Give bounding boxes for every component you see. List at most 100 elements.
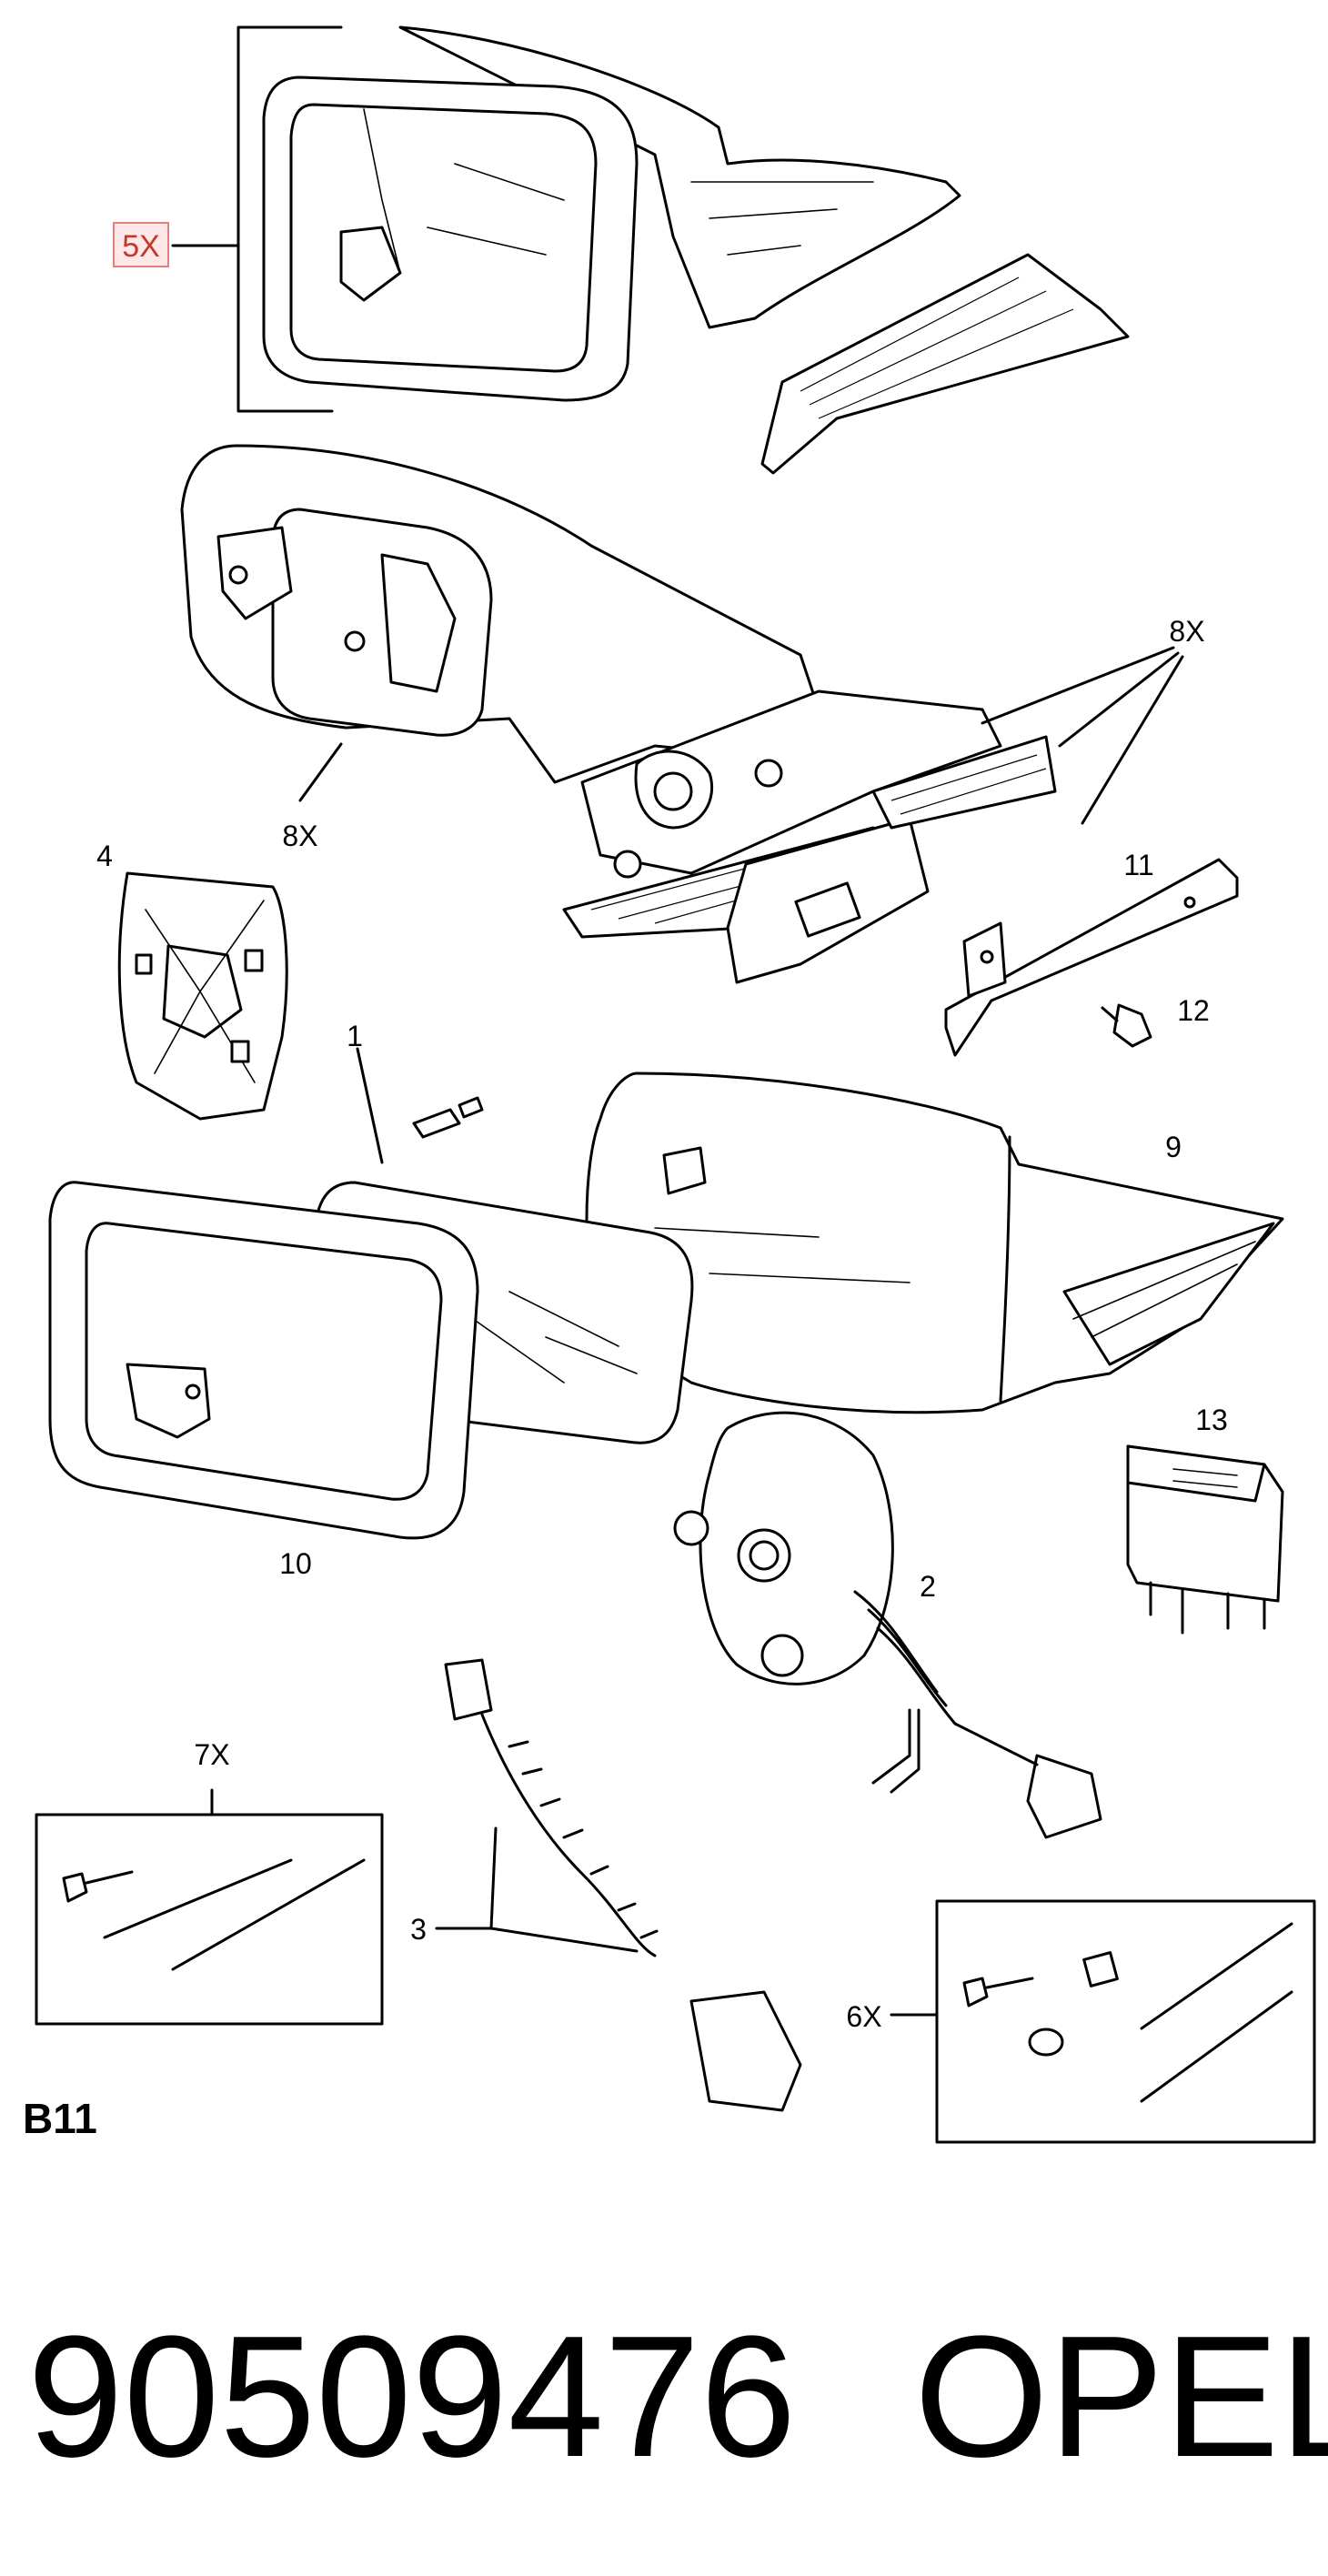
mechanism-screw-2 xyxy=(613,850,642,879)
backing-clip-2 xyxy=(230,1040,250,1063)
kit-6x-sleeve xyxy=(1082,1951,1119,1987)
housing-opening-lines xyxy=(1072,1241,1256,1338)
harness-cable xyxy=(480,1713,657,1957)
housing-shading xyxy=(654,1227,910,1283)
kit-6x-screw-head xyxy=(962,1977,989,2007)
part-3-harness xyxy=(435,1658,802,2112)
motor-wire-ends xyxy=(871,1708,921,1794)
callout-7x: 7X xyxy=(194,1738,229,1771)
kit-6x-screw-shank xyxy=(985,1977,1034,1989)
mechanism-pivot-hub xyxy=(653,771,693,811)
trim-bar-hole xyxy=(980,950,994,964)
glass-glare xyxy=(472,1291,638,1384)
callout-11: 11 xyxy=(1123,849,1153,881)
leader-8x-right-a xyxy=(981,646,1175,725)
bracket-pin xyxy=(344,630,366,652)
leader-8x-right-b xyxy=(1058,651,1180,748)
housing-clip xyxy=(662,1146,707,1195)
trim-bar-hole-2 xyxy=(1183,896,1196,909)
motor-bracket-window xyxy=(380,553,457,693)
relay-pins xyxy=(1149,1581,1266,1635)
motor-socket-1 xyxy=(760,1634,804,1677)
callout-12: 12 xyxy=(1177,994,1210,1027)
bracket-5x xyxy=(236,25,343,413)
rail-upper xyxy=(871,735,1057,830)
kit-6x-box xyxy=(935,1899,1316,2144)
callout-5x-highlight xyxy=(113,222,169,267)
callout-6x: 6X xyxy=(846,2000,881,2033)
backing-clip-1 xyxy=(244,949,264,972)
callout-labels: 5X 8X 8X 4 11 12 1 9 13 10 2 7X 3 6X xyxy=(96,222,1228,2033)
part-2-motor xyxy=(673,1411,1102,1839)
screw-head xyxy=(1112,1003,1152,1048)
leader-3-c xyxy=(489,1927,639,1953)
mechanism-window xyxy=(794,881,861,938)
trim-strip-hatching xyxy=(800,277,1074,419)
part-4-backing-plate xyxy=(117,871,288,1121)
callout-4: 4 xyxy=(96,840,113,872)
kit-7x-box xyxy=(35,1813,384,2026)
bracket-ear xyxy=(216,526,293,620)
kit-7x-screw-shank xyxy=(85,1870,134,1885)
motor-socket-2 xyxy=(673,1510,709,1546)
housing-shell-top xyxy=(398,25,961,329)
motor-cable xyxy=(953,1722,1039,1766)
part-9-housing xyxy=(585,1072,1284,1414)
callout-1: 1 xyxy=(347,1020,363,1052)
frame-inner xyxy=(85,1222,443,1501)
callout-3: 3 xyxy=(410,1913,427,1946)
kit-7x-tie-1 xyxy=(103,1858,293,1939)
rail-upper-hatching xyxy=(890,754,1047,815)
motor-wires xyxy=(853,1590,957,1726)
callout-10: 10 xyxy=(279,1547,312,1580)
relay-print xyxy=(1172,1468,1238,1488)
backing-clip-3 xyxy=(135,953,153,975)
callout-5x: 5X xyxy=(122,229,160,264)
glass-clips xyxy=(412,1096,484,1139)
frame-tab-hole xyxy=(185,1384,201,1400)
part-11-trim-bar xyxy=(944,858,1239,1057)
housing-body xyxy=(585,1072,1284,1414)
part-7x-kit xyxy=(35,1788,384,2026)
part-number: 90509476 xyxy=(27,2300,796,2493)
housing-shading-top xyxy=(690,181,874,256)
frame-tab xyxy=(126,1363,211,1439)
kit-6x-tie-1 xyxy=(1140,1922,1293,2030)
leader-8x-left xyxy=(298,742,343,802)
kit-6x-washer xyxy=(1028,2028,1064,2057)
kit-7x-screw-head xyxy=(62,1872,88,1903)
motor-pivot-inner xyxy=(749,1540,780,1571)
part-12-screw xyxy=(1101,1003,1152,1048)
leader-1 xyxy=(356,1047,384,1164)
mirror-assembly-top xyxy=(171,25,1130,475)
housing-seam xyxy=(999,1135,1011,1403)
mirror-glare-top xyxy=(363,108,565,274)
motor-connector xyxy=(1026,1754,1102,1839)
callout-8x-right: 8X xyxy=(1169,615,1204,648)
leader-3-b xyxy=(489,1826,498,1930)
callout-2: 2 xyxy=(920,1570,936,1603)
backing-plate-center xyxy=(162,944,243,1039)
backing-plate-ribs xyxy=(145,900,265,1083)
leader-8x-right-c xyxy=(1081,655,1184,825)
kit-7x-tie-2 xyxy=(171,1858,366,1971)
part-10-frame xyxy=(48,1181,479,1540)
bracket-hole xyxy=(228,565,248,585)
harness-plug-bottom xyxy=(689,1990,802,2112)
callout-13: 13 xyxy=(1195,1404,1228,1436)
mirror-with-bracket xyxy=(180,444,1184,984)
housing-opening xyxy=(1062,1222,1275,1366)
callout-9: 9 xyxy=(1165,1131,1182,1163)
mirror-tab-top xyxy=(339,226,402,302)
trim-bar-body xyxy=(944,858,1239,1057)
screw-shank xyxy=(1101,1006,1119,1022)
part-6x-kit xyxy=(890,1899,1316,2144)
mirror-frame-inner-top xyxy=(289,103,598,373)
part-13-relay xyxy=(1126,1444,1284,1635)
section-code: B11 xyxy=(23,2095,97,2142)
harness-plug-top xyxy=(444,1658,493,1721)
kit-6x-tie-2 xyxy=(1140,1990,1293,2103)
motor-body xyxy=(699,1411,894,1685)
